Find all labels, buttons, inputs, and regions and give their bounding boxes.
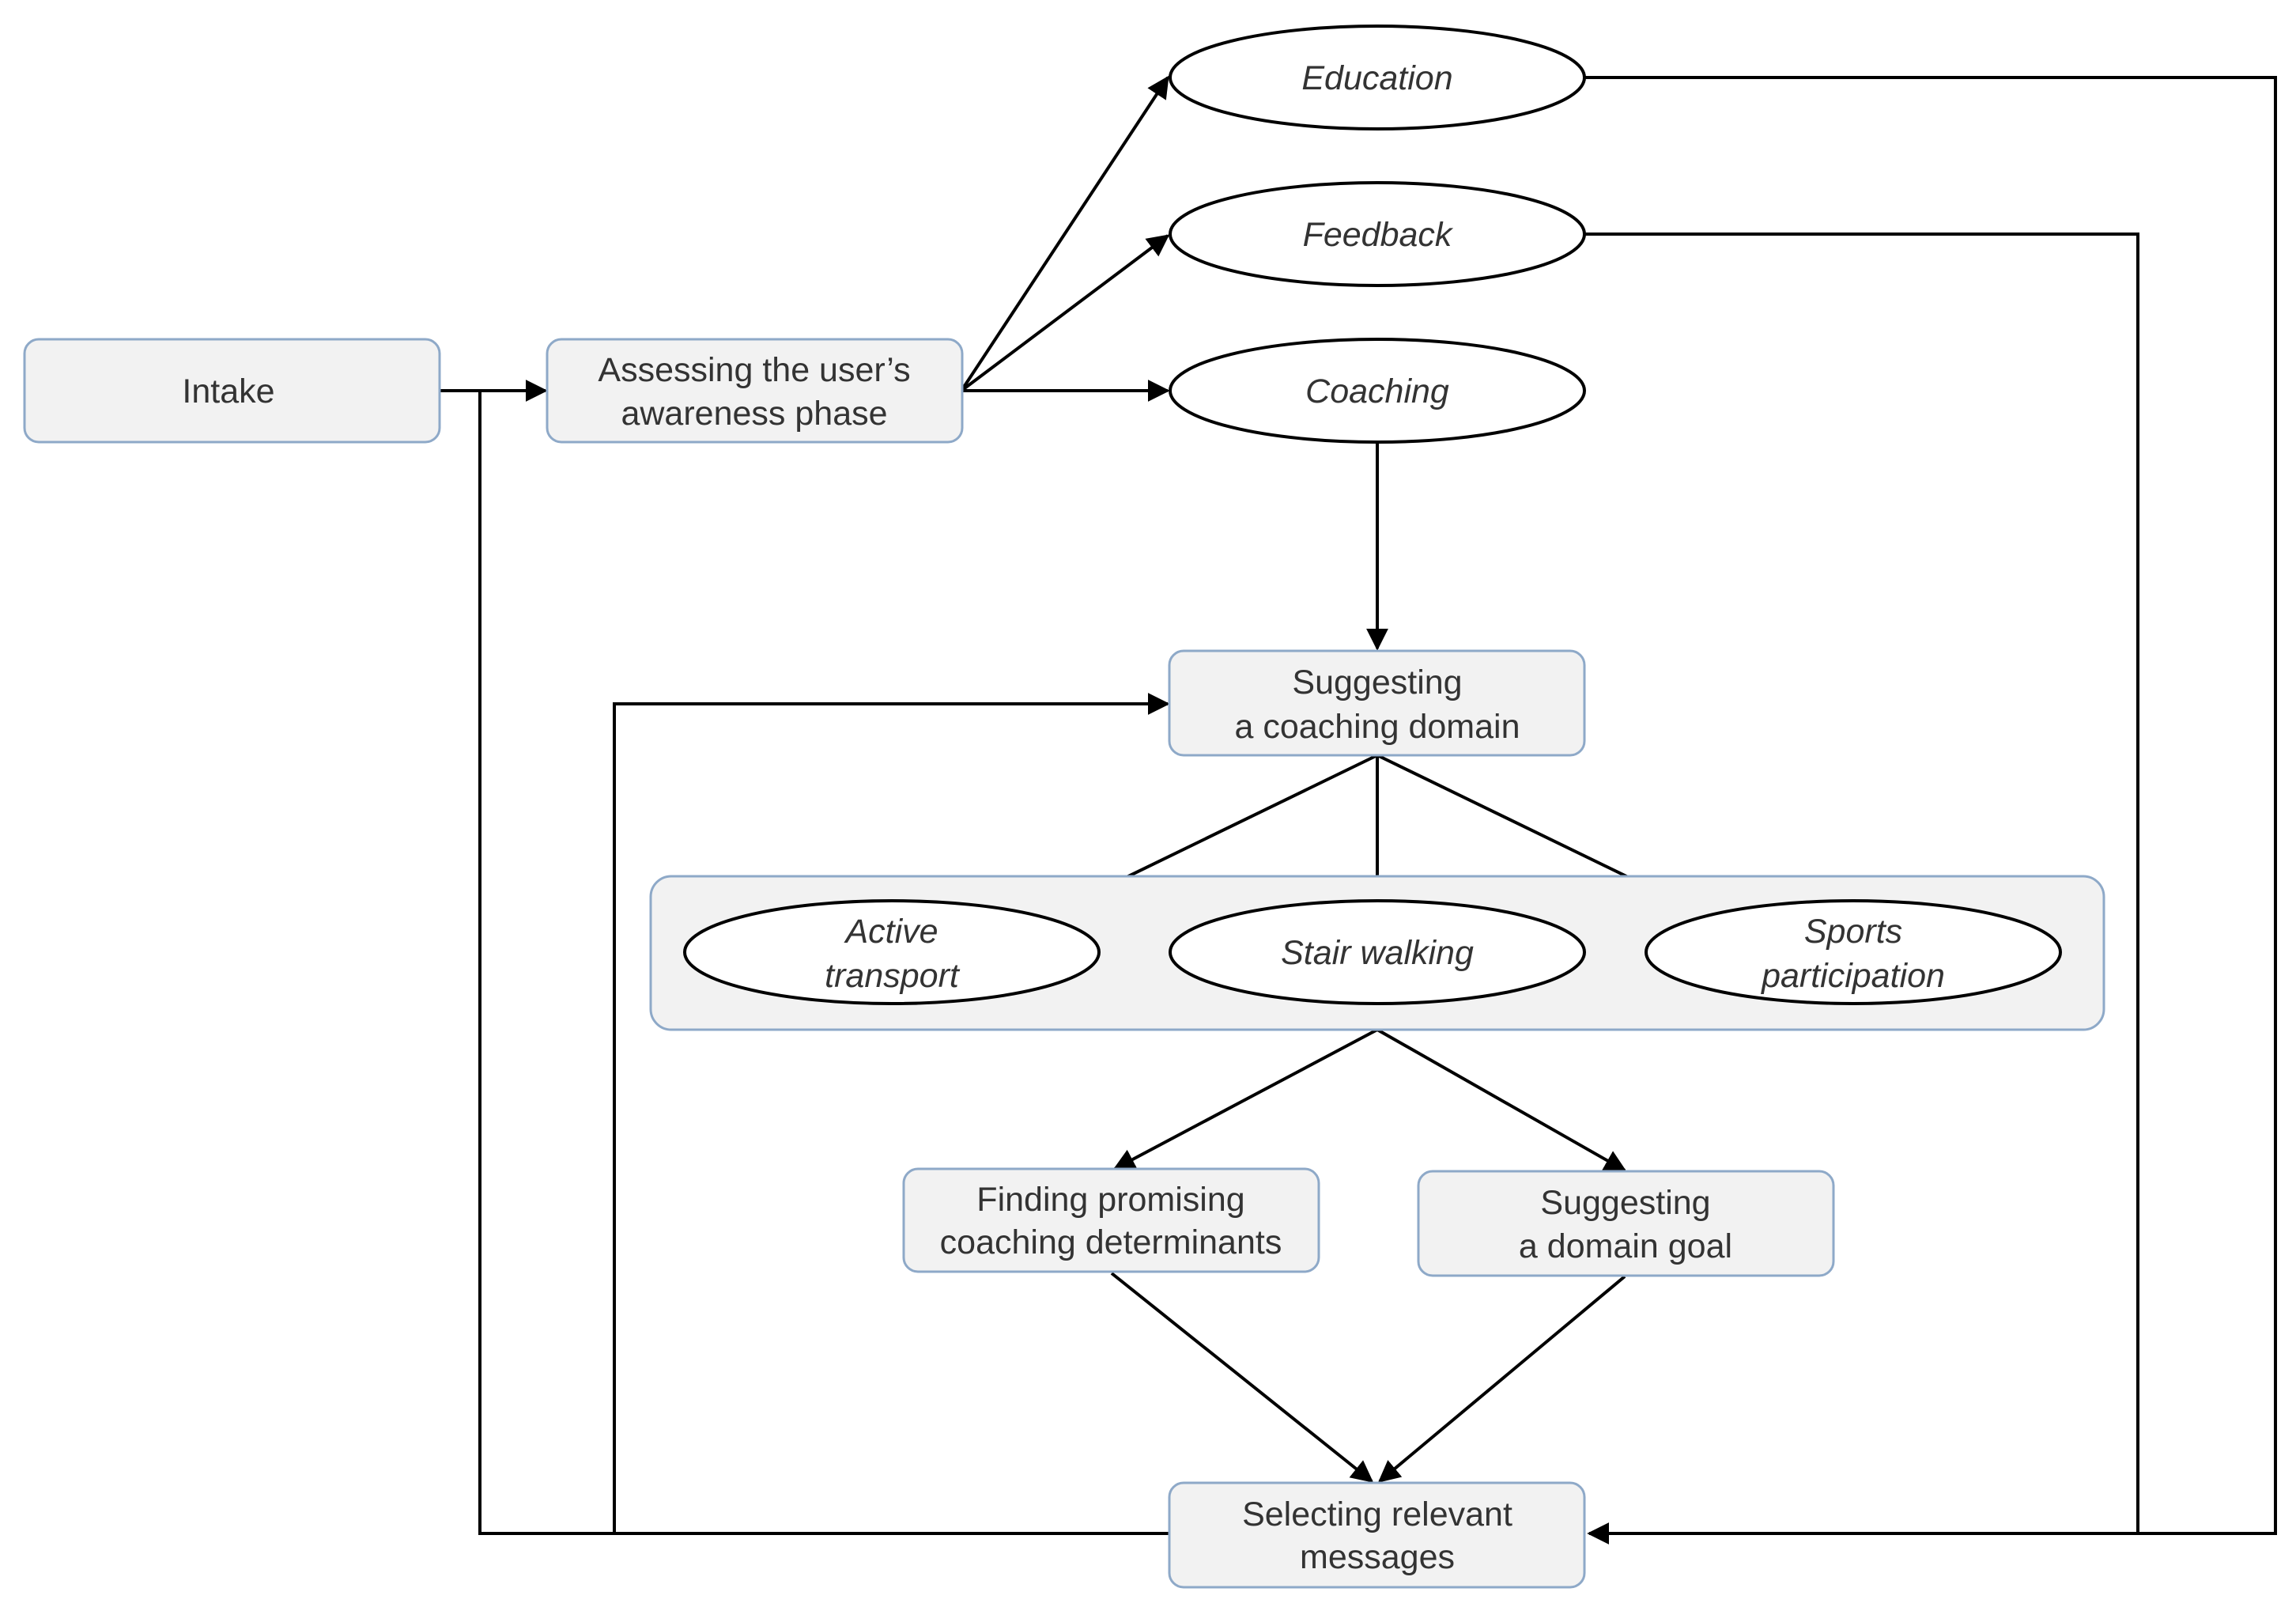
node-finding-determinants: Finding promising coaching determinants bbox=[902, 1167, 1320, 1273]
node-suggesting-goal-label-line1: Suggesting bbox=[1540, 1184, 1710, 1222]
node-suggesting-coaching-domain: Suggesting a coaching domain bbox=[1168, 649, 1586, 757]
node-coaching: Coaching bbox=[1169, 338, 1586, 444]
node-feedback-label: Feedback bbox=[1303, 216, 1454, 254]
node-selecting-messages: Selecting relevant messages bbox=[1168, 1481, 1586, 1589]
node-suggesting-goal-label-line2: a domain goal bbox=[1519, 1227, 1732, 1265]
node-education: Education bbox=[1169, 25, 1586, 130]
node-assessing-label-line1: Assessing the user’s bbox=[598, 351, 910, 389]
node-assessing-awareness: Assessing the user’s awareness phase bbox=[546, 338, 964, 444]
node-stair-walking: Stair walking bbox=[1169, 899, 1586, 1005]
node-sports-participation-label-line1: Sports bbox=[1804, 913, 1902, 951]
node-finding-determinants-label-line1: Finding promising bbox=[976, 1181, 1244, 1219]
node-active-transport: Active transport bbox=[683, 899, 1101, 1005]
edge-group-to-finding-determinants bbox=[1112, 1028, 1378, 1170]
edge-assessing-to-feedback bbox=[960, 234, 1170, 392]
node-finding-determinants-label-line2: coaching determinants bbox=[940, 1223, 1282, 1261]
node-selecting-messages-label-line1: Selecting relevant bbox=[1242, 1495, 1512, 1533]
edge-selecting-messages-to-suggesting-domain bbox=[613, 693, 1170, 1533]
node-suggesting-domain-label-line1: Suggesting bbox=[1292, 664, 1462, 701]
node-intake: Intake bbox=[23, 338, 441, 444]
edge-assessing-to-education bbox=[960, 75, 1169, 392]
node-active-transport-label-line2: transport bbox=[825, 957, 961, 995]
node-sports-participation: Sports participation bbox=[1645, 899, 2062, 1005]
edge-education-to-selecting-messages bbox=[1583, 76, 2277, 1545]
edge-suggesting-goal-to-selecting-messages bbox=[1377, 1275, 1626, 1483]
node-suggesting-domain-label-line2: a coaching domain bbox=[1235, 708, 1520, 746]
edge-group-to-suggesting-goal bbox=[1376, 1028, 1627, 1172]
node-coaching-label: Coaching bbox=[1305, 372, 1449, 410]
node-stair-walking-label: Stair walking bbox=[1281, 934, 1474, 972]
node-suggesting-domain-goal: Suggesting a domain goal bbox=[1417, 1170, 1835, 1277]
node-education-label: Education bbox=[1301, 59, 1452, 97]
edge-feedback-to-selecting-messages bbox=[1583, 233, 2139, 1533]
edge-finding-determinants-to-selecting-messages bbox=[1110, 1272, 1374, 1483]
edges bbox=[440, 75, 2277, 1545]
node-sports-participation-label-line2: participation bbox=[1760, 957, 1945, 995]
node-intake-label: Intake bbox=[182, 372, 274, 410]
node-feedback: Feedback bbox=[1169, 181, 1586, 287]
edge-selecting-messages-to-assessing bbox=[478, 391, 1169, 1535]
node-active-transport-label-line1: Active bbox=[843, 913, 938, 951]
node-assessing-label-line2: awareness phase bbox=[621, 395, 887, 433]
node-selecting-messages-label-line2: messages bbox=[1300, 1538, 1455, 1576]
